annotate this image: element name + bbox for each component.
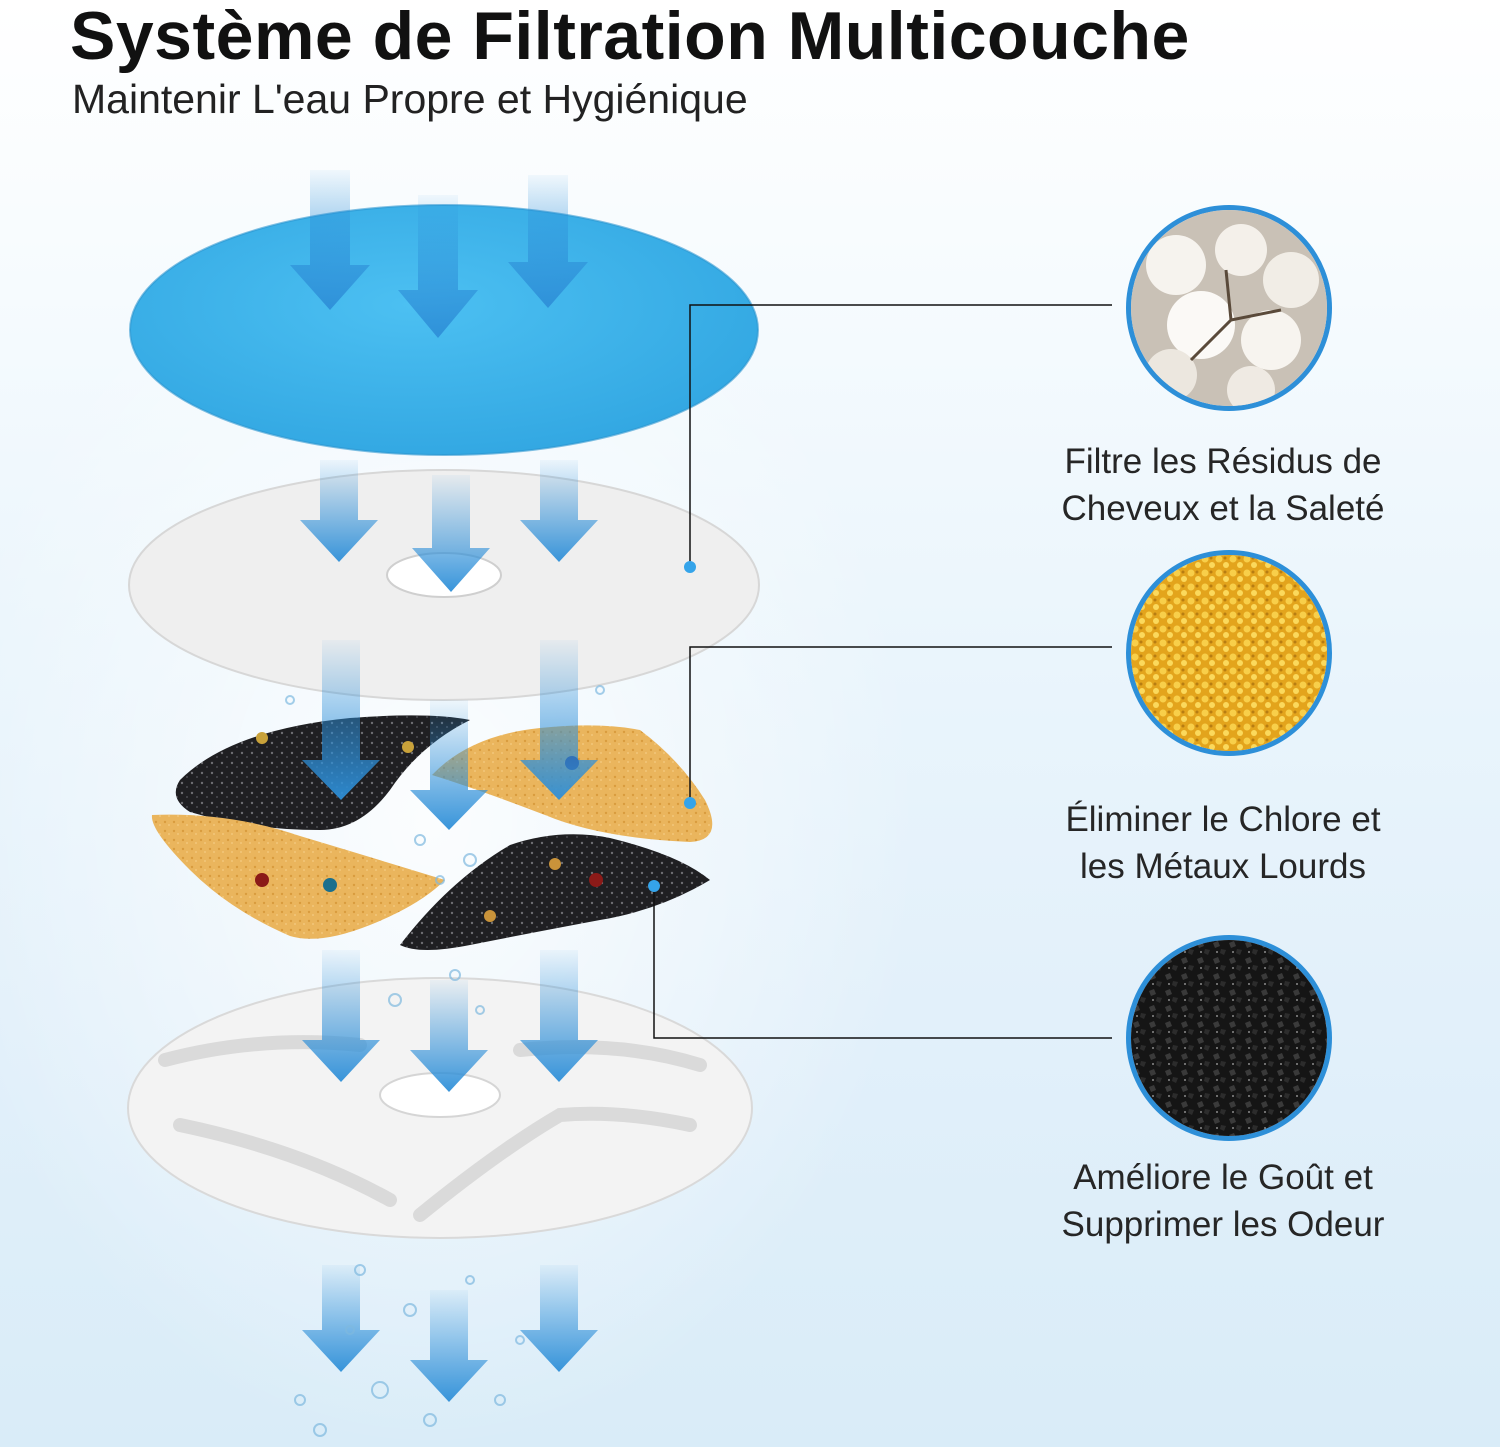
- down-arrow-icon: [520, 1265, 598, 1372]
- down-arrow-icon: [520, 460, 598, 562]
- down-arrow-icon: [300, 460, 378, 562]
- caption-resin: Éliminer le Chlore et les Métaux Lourds: [1065, 800, 1381, 886]
- down-arrow-icon: [302, 640, 380, 800]
- water-bubbles: [285, 685, 605, 1437]
- resin-granules-icon: [1126, 550, 1332, 756]
- caption-carbon: Améliore le Goût et Supprimer les Odeur: [1061, 1158, 1385, 1244]
- bottom-filter-plate: [127, 977, 753, 1239]
- down-arrow-icon: [410, 980, 488, 1092]
- down-arrow-icon: [302, 950, 380, 1082]
- cotton-icon: [1126, 205, 1332, 411]
- marker-dot: [684, 797, 696, 809]
- down-arrow-icon: [302, 1265, 380, 1372]
- down-arrow-icon: [410, 700, 488, 830]
- activated-carbon-icon: [1126, 935, 1332, 1141]
- connector-lines: [653, 304, 1112, 1039]
- down-arrow-icon: [520, 950, 598, 1082]
- page-title: Système de Filtration Multicouche: [70, 0, 1190, 74]
- resin-segment-left: [151, 814, 445, 939]
- carbon-segment-right: [400, 834, 710, 950]
- water-flow-arrows: [290, 170, 598, 1402]
- down-arrow-icon: [398, 195, 478, 338]
- marker-dot: [648, 880, 660, 892]
- caption-cotton: Filtre les Résidus de Cheveux et la Sale…: [1061, 442, 1385, 528]
- page-subtitle: Maintenir L'eau Propre et Hygiénique: [72, 76, 748, 122]
- down-arrow-icon: [508, 175, 588, 308]
- down-arrow-icon: [412, 475, 490, 592]
- down-arrow-icon: [520, 640, 598, 800]
- down-arrow-icon: [290, 170, 370, 310]
- marker-dot: [684, 561, 696, 573]
- down-arrow-icon: [410, 1290, 488, 1402]
